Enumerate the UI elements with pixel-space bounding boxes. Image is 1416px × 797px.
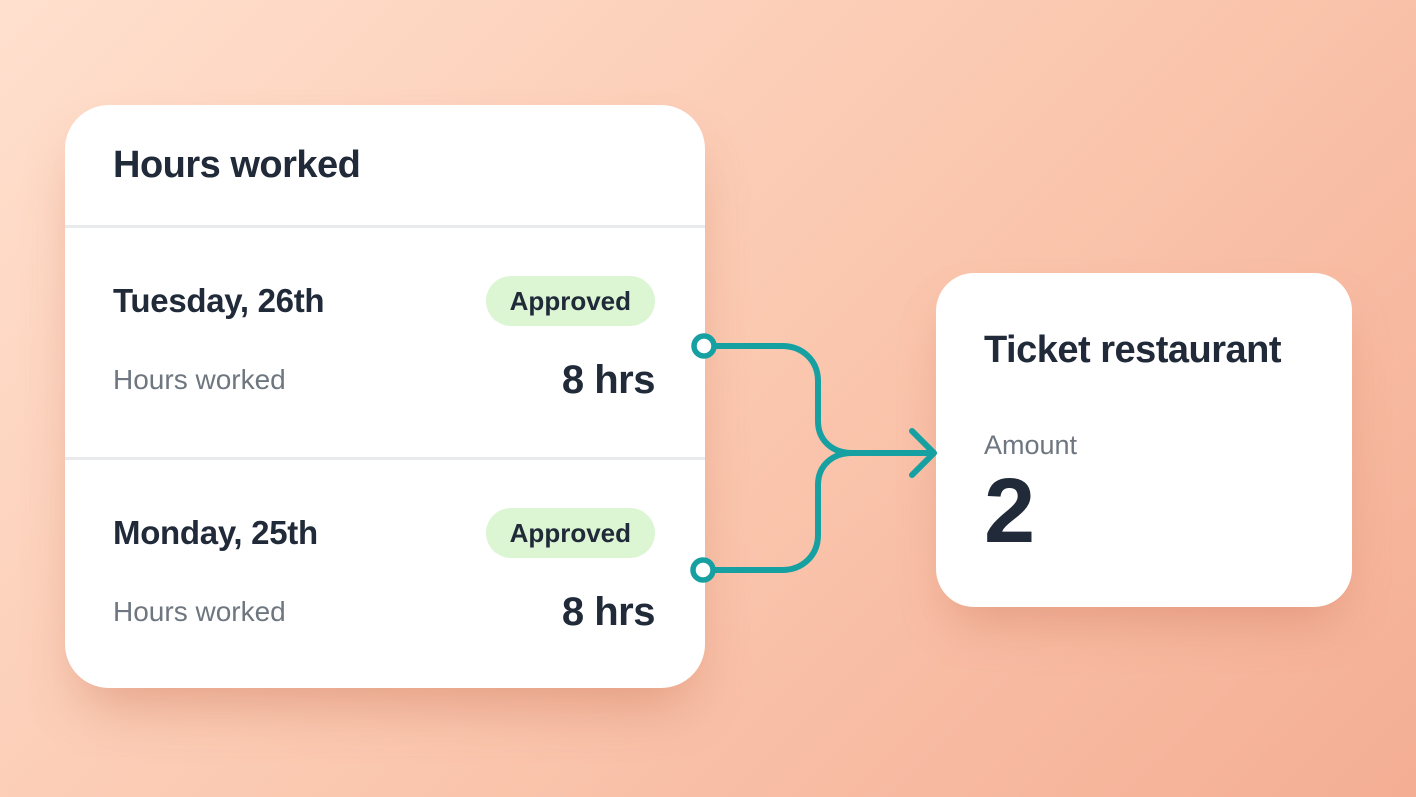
hours-worked-card: Hours worked Tuesday, 26th Approved Hour… bbox=[65, 105, 705, 688]
day-label: Tuesday, 26th bbox=[113, 282, 325, 319]
amount-value: 2 bbox=[984, 460, 1035, 562]
amount-label: Amount bbox=[984, 430, 1078, 460]
day-label: Monday, 25th bbox=[113, 514, 318, 551]
hours-card-title: Hours worked bbox=[113, 143, 361, 186]
status-badge: Approved bbox=[485, 276, 655, 326]
status-badge: Approved bbox=[485, 508, 655, 558]
ticket-card-title: Ticket restaurant bbox=[984, 329, 1282, 371]
hours-worked-value: 8 hrs bbox=[561, 589, 656, 634]
hours-worked-label: Hours worked bbox=[113, 596, 286, 627]
timesheet-row-tuesday: Tuesday, 26th Approved Hours worked 8 hr… bbox=[65, 228, 705, 457]
ticket-restaurant-card: Ticket restaurant Amount 2 bbox=[936, 273, 1352, 607]
divider bbox=[65, 225, 705, 228]
divider bbox=[65, 457, 705, 460]
arrowhead-icon bbox=[909, 428, 937, 478]
connector-top-branch bbox=[710, 343, 855, 456]
hours-worked-label: Hours worked bbox=[113, 364, 286, 395]
hours-worked-value: 8 hrs bbox=[561, 357, 656, 402]
timesheet-row-monday: Monday, 25th Approved Hours worked 8 hrs bbox=[65, 460, 705, 689]
connector-bottom-branch bbox=[709, 450, 855, 573]
